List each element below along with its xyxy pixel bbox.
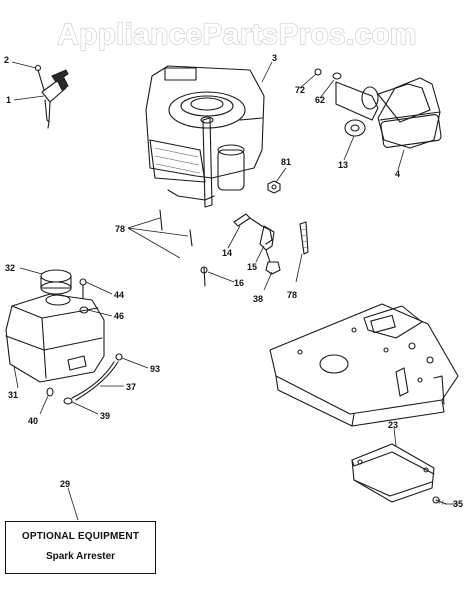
callout-labels: 2 1 3 72 62 13 4 81 78 14 15 16 38 78 32… <box>4 53 463 509</box>
engine-part <box>145 65 265 208</box>
callout-2: 2 <box>4 55 9 65</box>
callout-1: 1 <box>6 95 11 105</box>
callout-35: 35 <box>453 499 463 509</box>
callout-78-fitting: 78 <box>287 290 297 300</box>
callout-93: 93 <box>150 364 160 374</box>
callout-3: 3 <box>272 53 277 63</box>
callout-62: 62 <box>315 95 325 105</box>
throttle-control-part <box>34 64 69 129</box>
callout-37: 37 <box>126 382 136 392</box>
callout-44: 44 <box>114 290 124 300</box>
callout-38: 38 <box>253 294 263 304</box>
spark-arrester-label: Spark Arrester <box>45 551 116 562</box>
callout-72: 72 <box>295 85 305 95</box>
muffler-part <box>314 68 442 149</box>
callout-16: 16 <box>234 278 244 288</box>
callout-15: 15 <box>247 262 257 272</box>
engine-bolts-part <box>159 209 208 287</box>
callout-13: 13 <box>338 160 348 170</box>
optional-equipment-box: OPTIONAL EQUIPMENT Spark Arrester <box>5 521 156 574</box>
leader-lines <box>11 61 458 521</box>
optional-equipment-title: OPTIONAL EQUIPMENT <box>21 531 140 542</box>
callout-23: 23 <box>388 420 398 430</box>
chassis-plate-part <box>269 303 459 427</box>
fuel-tank-part <box>5 269 105 383</box>
callout-29: 29 <box>60 479 70 489</box>
tank-fasteners-part <box>79 278 89 314</box>
callout-4: 4 <box>395 169 400 179</box>
callout-14: 14 <box>222 248 232 258</box>
fuel-line-part <box>233 213 309 275</box>
callout-39: 39 <box>100 411 110 421</box>
bracket-cover-part <box>351 443 447 506</box>
callout-31: 31 <box>8 390 18 400</box>
callout-46: 46 <box>114 311 124 321</box>
watermark-text: AppliancePartsPros.com <box>57 18 417 51</box>
tank-fuel-line-part <box>46 353 123 405</box>
nut-part <box>267 180 281 194</box>
callout-40: 40 <box>28 416 38 426</box>
callout-32: 32 <box>5 263 15 273</box>
callout-81: 81 <box>281 157 291 167</box>
callout-78-engine: 78 <box>115 224 125 234</box>
